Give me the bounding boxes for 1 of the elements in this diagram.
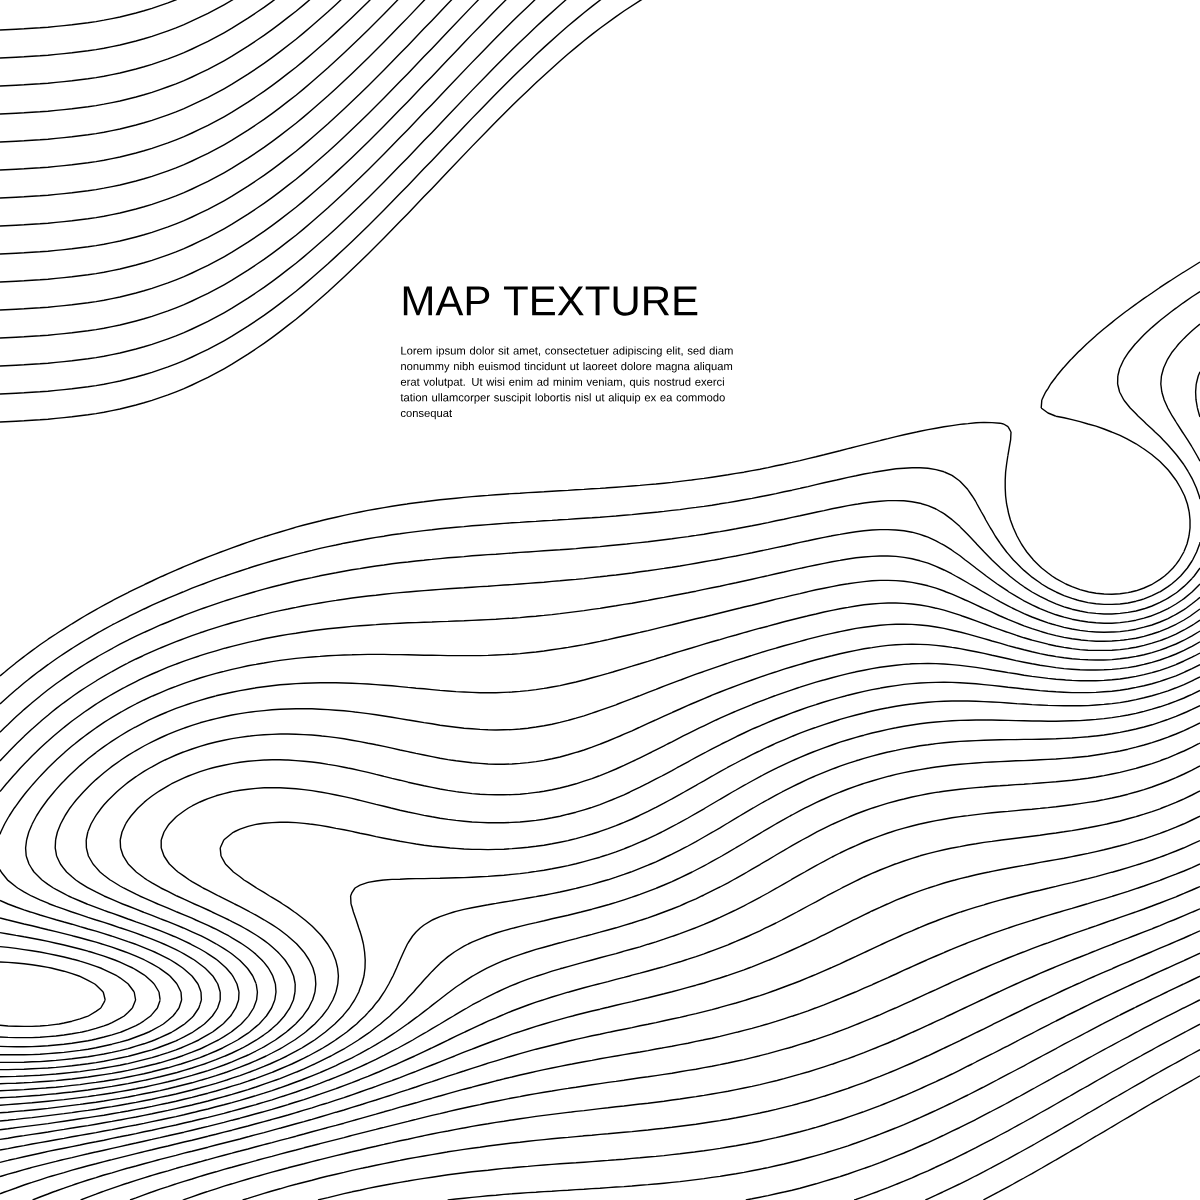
title: MAP TEXTURE [403, 286, 698, 316]
